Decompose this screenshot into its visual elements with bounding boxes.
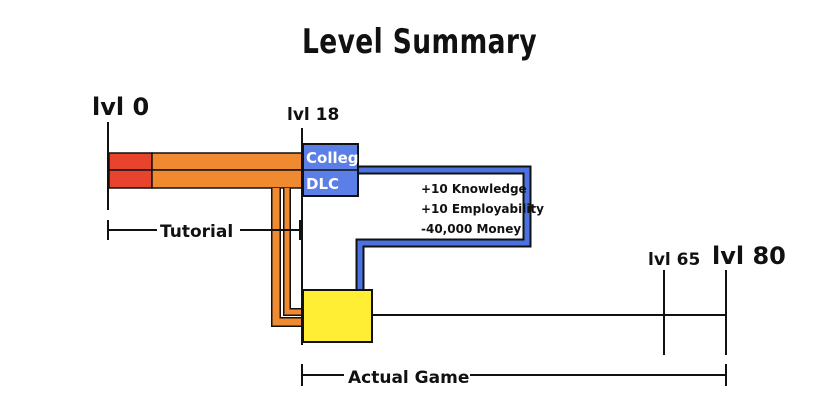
- effect-knowledge: +10 Knowledge: [421, 182, 527, 196]
- college-label: College: [306, 149, 369, 167]
- orange-path2: [284, 188, 303, 315]
- blue-path: [356, 167, 530, 292]
- tutorial-bar-bottom: [151, 169, 305, 189]
- lvl80-label: lvl 80: [712, 242, 786, 270]
- effect-employability: +10 Employability: [421, 202, 544, 216]
- lvl18-label: lvl 18: [287, 105, 339, 125]
- actual-game-box: [302, 289, 373, 343]
- tutorial-label: Tutorial: [160, 222, 233, 242]
- dlc-label: DLC: [306, 175, 339, 193]
- actual-game-label: Actual Game: [348, 368, 469, 388]
- start-bar-top: [108, 152, 153, 171]
- effect-money: -40,000 Money: [421, 222, 521, 236]
- lvl0-label: lvl 0: [92, 93, 149, 121]
- page-title: Level Summary: [301, 22, 538, 62]
- orange-path: [272, 188, 303, 326]
- start-bar-bottom: [108, 169, 153, 189]
- lvl65-label: lvl 65: [648, 250, 700, 270]
- tutorial-bar-top: [151, 152, 305, 171]
